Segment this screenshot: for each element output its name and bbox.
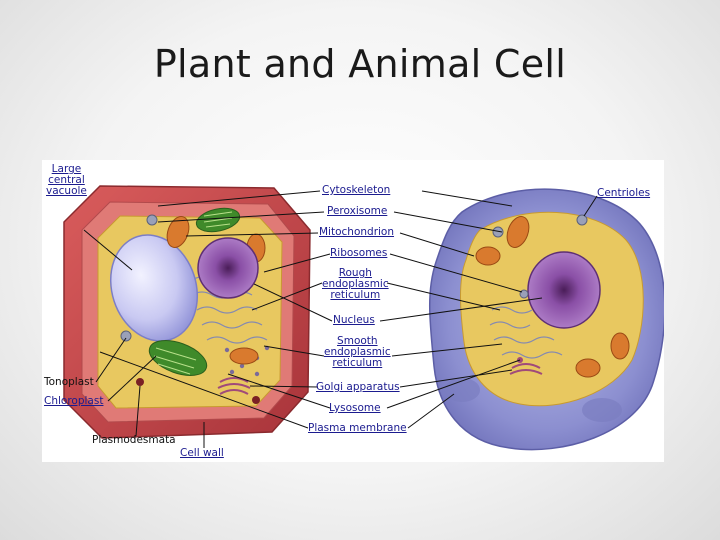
label-peroxisome: Peroxisome <box>327 205 388 217</box>
label-mitochondrion: Mitochondrion <box>319 226 395 238</box>
plant-mitochondrion <box>166 216 190 248</box>
slide-title: Plant and Animal Cell <box>153 42 567 86</box>
label-plasma-membrane: Plasma membrane <box>308 422 407 434</box>
label-cytoskeleton: Cytoskeleton <box>322 184 391 196</box>
plant-cell <box>63 185 311 439</box>
label-tonoplast: Tonoplast <box>44 376 94 388</box>
label-nucleus: Nucleus <box>333 314 375 326</box>
cell-diagram: Large central vacuole Cytoskeleton Perox… <box>42 160 664 462</box>
label-golgi-apparatus: Golgi apparatus <box>316 381 400 393</box>
label-plasmodesmata: Plasmodesmata <box>92 434 176 446</box>
large-central-vacuole <box>109 234 199 342</box>
leader-lines <box>83 190 598 448</box>
centriole <box>576 214 588 226</box>
cell-illustration <box>63 185 664 451</box>
label-lysosome: Lysosome <box>329 402 381 414</box>
animal-cell <box>428 188 664 451</box>
animal-mitochondrion <box>506 216 530 248</box>
label-smooth-er: Smooth endoplasmic reticulum <box>324 335 391 369</box>
label-cell-wall: Cell wall <box>180 447 224 459</box>
label-large-central-vacuole: Large central vacuole <box>46 163 87 197</box>
label-centrioles: Centrioles <box>597 187 651 199</box>
animal-nucleus <box>527 251 601 329</box>
label-rough-er: Rough endoplasmic reticulum <box>322 267 389 301</box>
chloroplast-bottom <box>148 340 208 376</box>
label-ribosomes: Ribosomes <box>330 247 388 259</box>
plant-nucleus <box>197 237 259 299</box>
label-chloroplast: Chloroplast <box>44 395 104 407</box>
